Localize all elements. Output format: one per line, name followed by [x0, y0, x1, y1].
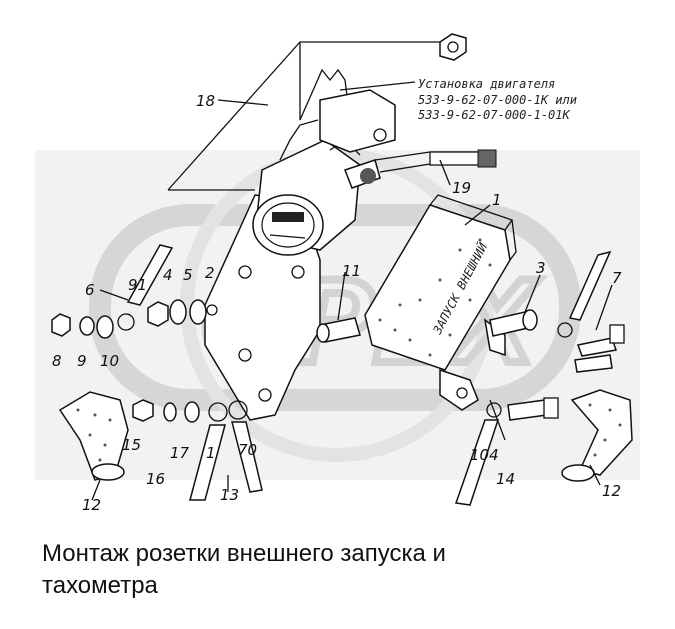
callout-3: 3 — [536, 259, 546, 277]
leader-lines — [91, 81, 613, 501]
washer-5 — [169, 299, 187, 325]
callout-18: 18 — [196, 92, 215, 110]
callout-13: 13 — [220, 486, 239, 504]
nut-15 — [132, 399, 154, 422]
diagram-caption: Монтаж розетки внешнего запуска и тахоме… — [42, 538, 662, 602]
callout-1: 1 — [492, 191, 502, 209]
spacer-bushing — [316, 317, 361, 343]
callout-17: 17 — [170, 444, 190, 462]
rubber-boot-left — [58, 391, 129, 481]
engine-mount — [279, 89, 396, 161]
callout-numbers: 1 2 3 4 5 6 7 8 9 10 11 12 12 13 14 15 1… — [52, 92, 622, 514]
washer-16 — [163, 402, 177, 422]
callout-12-right: 12 — [602, 482, 621, 500]
caption-line-2: тахометра — [42, 572, 158, 599]
washer-17 — [184, 401, 200, 423]
wire-mark-91: 91 — [128, 276, 147, 294]
callout-14: 14 — [496, 470, 515, 488]
washer-2 — [189, 299, 207, 325]
nut-8 — [51, 313, 71, 337]
callout-19: 19 — [452, 179, 471, 197]
callout-6: 6 — [85, 281, 95, 299]
tachometer — [252, 139, 381, 256]
callout-7: 7 — [612, 269, 622, 287]
callout-15: 15 — [122, 436, 141, 454]
callout-10: 10 — [100, 352, 119, 370]
engine-note-line3: 533-9-62-07-000-1-01К — [418, 108, 570, 122]
wire-bundle-13: 1 70 — [189, 400, 263, 501]
wire-terminal-7 — [557, 250, 625, 373]
washer-10 — [96, 315, 114, 339]
callout-2: 2 — [205, 264, 215, 282]
callout-11: 11 — [342, 262, 361, 280]
callout-4: 4 — [163, 266, 173, 284]
wire-mark-1: 1 — [206, 444, 216, 462]
callout-12-left: 12 — [82, 496, 101, 514]
tachometer-cable — [374, 149, 497, 173]
wire-mark-70: 70 — [238, 441, 257, 459]
wire-mark-104: 104 — [470, 446, 499, 464]
callout-9: 9 — [77, 352, 87, 370]
wire-terminal-14: 104 — [454, 397, 559, 506]
engine-note-line1: Установка двигателя — [418, 77, 555, 91]
wire-terminal-6: 91 — [117, 244, 174, 331]
callout-5: 5 — [183, 266, 193, 284]
nut-4 — [147, 301, 169, 327]
washer-9 — [79, 316, 95, 336]
caption-line-1: Монтаж розетки внешнего запуска и — [42, 540, 446, 567]
top-nut — [439, 33, 467, 61]
engine-note-line2: 533-9-62-07-000-1К или — [418, 93, 577, 107]
callout-8: 8 — [52, 352, 62, 370]
bolt-3 — [489, 309, 538, 337]
callout-16: 16 — [146, 470, 165, 488]
engine-note: Установка двигателя 533-9-62-07-000-1К и… — [418, 77, 577, 122]
rubber-boot-right — [561, 389, 633, 482]
